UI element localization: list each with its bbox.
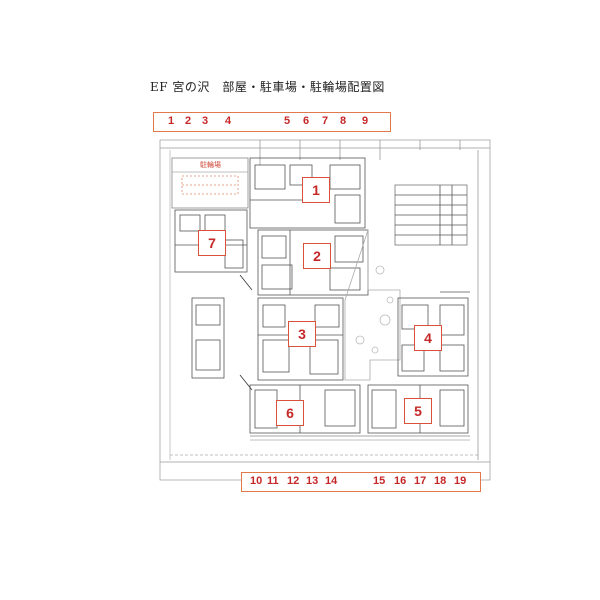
parking-number: 16 bbox=[394, 475, 407, 487]
parking-number: 3 bbox=[202, 115, 209, 127]
room-label: 2 bbox=[303, 243, 331, 269]
parking-number: 13 bbox=[306, 475, 319, 487]
parking-number: 7 bbox=[322, 115, 329, 127]
parking-number: 17 bbox=[414, 475, 427, 487]
parking-number: 19 bbox=[454, 475, 467, 487]
parking-number: 8 bbox=[340, 115, 347, 127]
parking-number: 12 bbox=[287, 475, 300, 487]
parking-strip-bottom: 10 11 12 13 14 15 16 17 18 19 bbox=[241, 472, 481, 492]
bicycle-parking-label: 駐輪場 bbox=[200, 160, 221, 169]
room-label: 3 bbox=[288, 321, 316, 347]
parking-number: 4 bbox=[225, 115, 232, 127]
parking-number: 10 bbox=[250, 475, 263, 487]
room-label: 5 bbox=[404, 398, 432, 424]
parking-number: 9 bbox=[362, 115, 369, 127]
page-title: EF 宮の沢 部屋・駐車場・駐輪場配置図 bbox=[150, 80, 385, 94]
parking-number: 18 bbox=[434, 475, 447, 487]
parking-number: 15 bbox=[373, 475, 386, 487]
parking-number: 1 bbox=[168, 115, 175, 127]
parking-number: 5 bbox=[284, 115, 291, 127]
parking-number: 6 bbox=[303, 115, 310, 127]
parking-number: 2 bbox=[185, 115, 192, 127]
room-label: 1 bbox=[302, 177, 330, 203]
parking-strip-top: 1 2 3 4 5 6 7 8 9 bbox=[153, 112, 391, 132]
room-label: 7 bbox=[198, 230, 226, 256]
room-label: 4 bbox=[414, 325, 442, 351]
parking-number: 14 bbox=[325, 475, 338, 487]
parking-number: 11 bbox=[267, 475, 279, 487]
room-label: 6 bbox=[276, 400, 304, 426]
